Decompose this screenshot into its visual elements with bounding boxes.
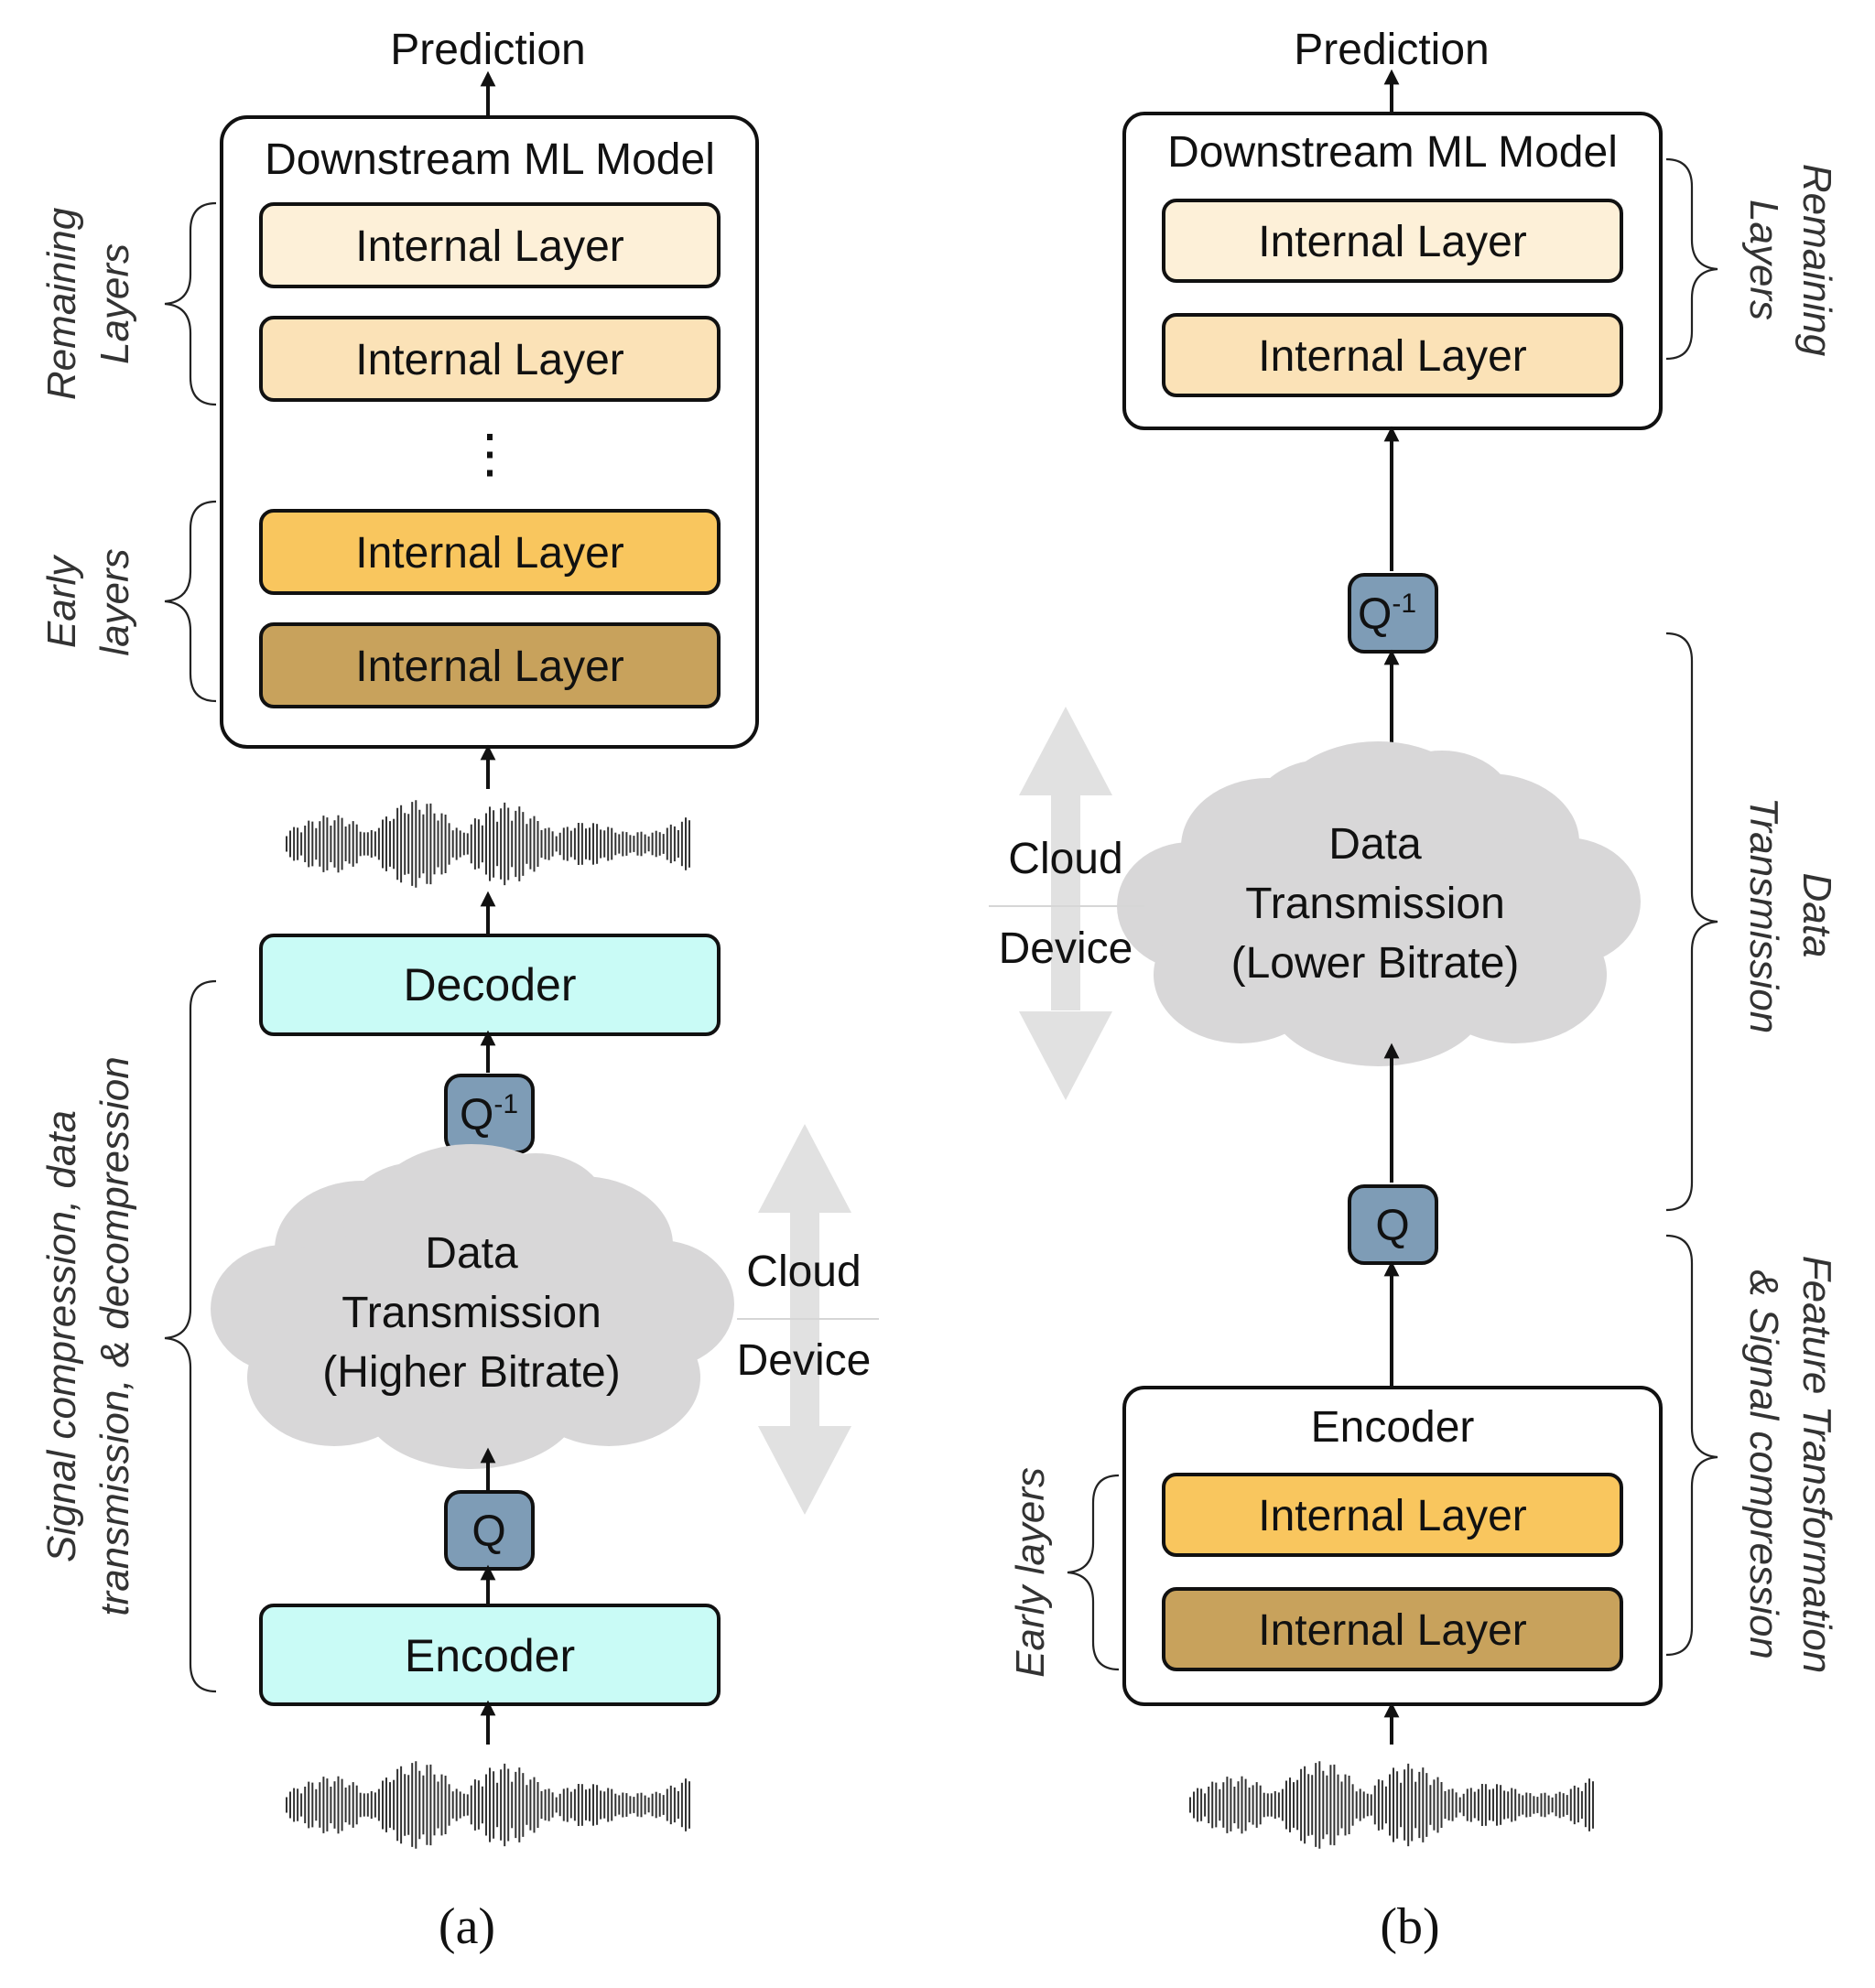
device-label-a: Device (737, 1336, 872, 1385)
internal-layer-b4-label: Internal Layer (1258, 1606, 1527, 1655)
caption-b: (b) (1380, 1898, 1439, 1955)
brace-early-label-a2: layers (92, 548, 137, 655)
downstream-model-title-a: Downstream ML Model (265, 135, 715, 184)
internal-layer-a3-label: Internal Layer (355, 529, 624, 578)
cloud-label-b: Cloud (1008, 835, 1122, 883)
q-inverse-label-b: Q-1 (1358, 589, 1416, 639)
encoder-title-b: Encoder (1311, 1403, 1475, 1452)
internal-layer-a1-label: Internal Layer (355, 222, 624, 271)
q-label-a: Q (471, 1507, 505, 1556)
brace-feature-label-b2: & Signal compression (1741, 1270, 1786, 1659)
prediction-label-b: Prediction (1294, 26, 1489, 74)
brace-data-label-b2: Transmission (1741, 797, 1786, 1033)
prediction-label-a: Prediction (390, 26, 585, 74)
panel-a: Prediction Downstream ML Model Internal … (39, 26, 879, 1955)
layer-ellipsis-a: ⋮ (463, 424, 516, 483)
brace-feature-label-b1: Feature Transformation (1794, 1256, 1839, 1673)
downstream-model-title-b: Downstream ML Model (1167, 128, 1618, 177)
brace-early-a (164, 500, 217, 703)
internal-layer-b2 (1162, 313, 1623, 397)
cloud-line-b3: (Lower Bitrate) (1231, 939, 1520, 988)
internal-layer-b3-label: Internal Layer (1258, 1492, 1527, 1540)
internal-layer-a1 (259, 202, 721, 288)
waveform-icon (286, 800, 690, 888)
cloud-label-a: Cloud (746, 1248, 861, 1296)
cloud-shape (1117, 741, 1641, 1066)
internal-layer-a3 (259, 509, 721, 595)
brace-signal-a (164, 979, 217, 1693)
caption-a: (a) (439, 1898, 495, 1955)
waveform-icon (286, 1761, 690, 1849)
internal-layer-b1-label: Internal Layer (1258, 218, 1527, 266)
brace-data-label-b1: Data (1794, 873, 1839, 958)
waveform-icon (1189, 1761, 1594, 1849)
cloud-blob (1250, 760, 1396, 879)
brace-early-label-a1: Early (39, 554, 84, 648)
encoder-label-a: Encoder (405, 1630, 575, 1681)
internal-layer-a4 (259, 622, 721, 708)
brace-feature-b (1665, 1234, 1718, 1657)
device-label-b: Device (999, 924, 1133, 973)
cloud-blob (1369, 751, 1515, 870)
cloud-shape (211, 1144, 734, 1469)
q-label-b: Q (1375, 1202, 1409, 1250)
brace-signal-label-a1: Signal compression, data (39, 1110, 84, 1562)
brace-remaining-label-b1: Remaining (1794, 164, 1839, 357)
internal-layer-b4 (1162, 1587, 1623, 1671)
cloud-line-b1: Data (1328, 820, 1422, 869)
q-inverse-label-a: Q-1 (460, 1089, 518, 1140)
brace-remaining-b (1665, 157, 1718, 361)
internal-layer-b2-label: Internal Layer (1258, 332, 1527, 381)
brace-remaining-a (164, 201, 217, 406)
brace-remaining-label-b2: Layers (1741, 200, 1786, 320)
internal-layer-b3 (1162, 1473, 1623, 1557)
panel-b: Prediction Downstream ML Model Internal … (989, 26, 1839, 1955)
cloud-blob (462, 1153, 609, 1272)
cloud-line-b2: Transmission (1245, 880, 1505, 928)
brace-remaining-label-a1: Remaining (39, 207, 84, 400)
brace-signal-label-a2: transmission, & decompression (92, 1056, 137, 1615)
cloud-line-a2: Transmission (341, 1289, 602, 1337)
brace-data-b (1665, 632, 1718, 1212)
cloud-blob (343, 1162, 490, 1281)
brace-early-b (1067, 1474, 1120, 1671)
cloud-line-a3: (Higher Bitrate) (322, 1348, 620, 1397)
double-arrow-icon (1019, 707, 1112, 1100)
brace-remaining-label-a2: Layers (92, 243, 137, 364)
internal-layer-a2-label: Internal Layer (355, 336, 624, 384)
internal-layer-b1 (1162, 199, 1623, 283)
internal-layer-a4-label: Internal Layer (355, 643, 624, 691)
cloud-line-a1: Data (425, 1229, 518, 1278)
brace-early-label-b: Early layers (1008, 1467, 1053, 1678)
decoder-label-a: Decoder (404, 959, 577, 1010)
internal-layer-a2 (259, 316, 721, 402)
